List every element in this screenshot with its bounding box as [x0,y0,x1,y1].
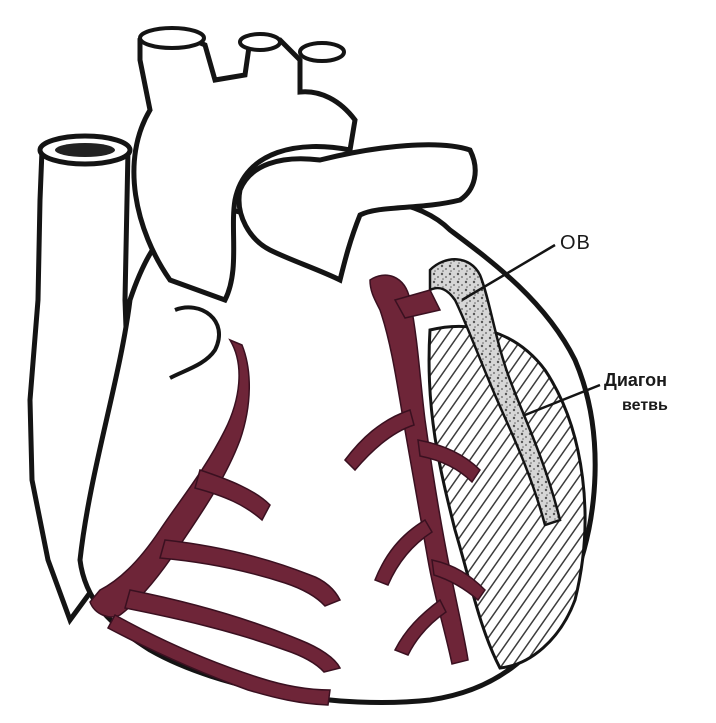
label-ob: ОВ [560,232,591,255]
label-diagonal-line2: ветвь [622,397,668,415]
label-diagonal-line1: Диагон [604,370,667,391]
